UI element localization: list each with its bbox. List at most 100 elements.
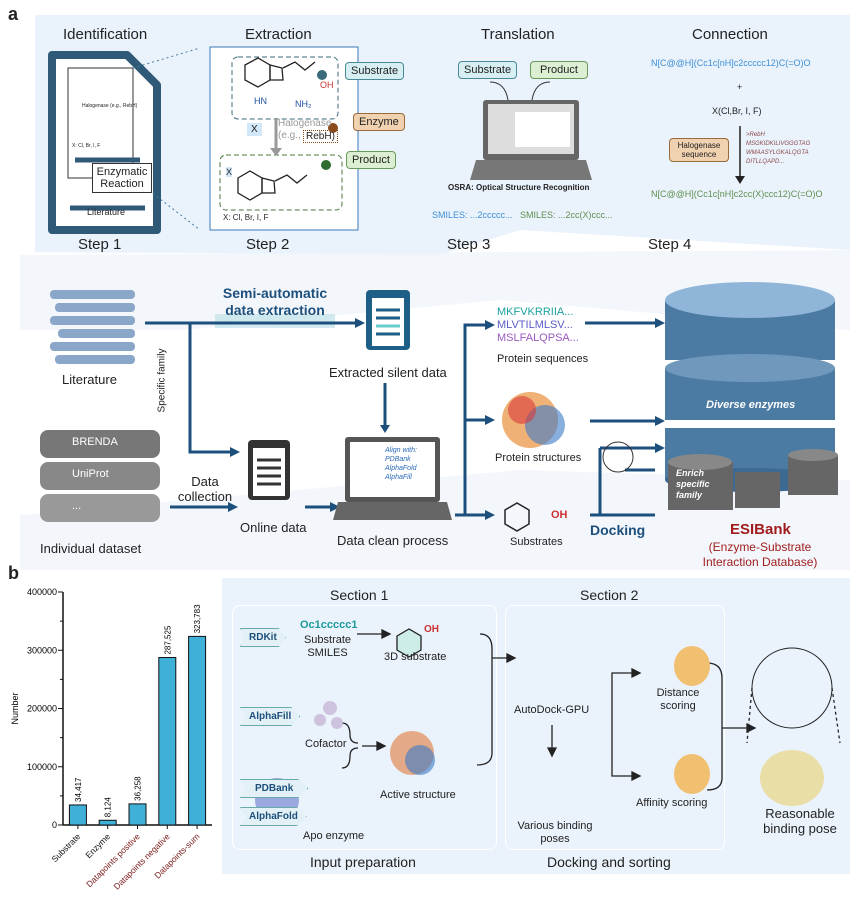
reasonable-pose-label: Reasonable binding pose: [763, 806, 837, 836]
step3-header: Translation: [481, 26, 555, 43]
align-pdbank: PDBank: [385, 456, 411, 463]
seq-line: MSGKIDKILIVGGGTAG: [746, 141, 811, 147]
plus-sign: +: [737, 82, 743, 92]
smiles-value: Oc1ccccc1: [300, 619, 358, 631]
distance-scoring-label: Distance scoring: [656, 687, 700, 712]
dataset-brenda: BRENDA: [72, 436, 118, 448]
oh-label: OH: [424, 624, 439, 635]
halogenase-label: Halogenase: [278, 118, 332, 129]
extracted-label: Extracted silent data: [329, 365, 447, 380]
y-tick-label: 400000: [27, 587, 57, 597]
oh-label: OH: [551, 509, 568, 521]
step3-label: Step 3: [447, 236, 491, 253]
step4-header: Connection: [692, 26, 768, 43]
data-label: 36,258: [134, 776, 143, 801]
pdbank-tag: PDBank: [240, 779, 309, 798]
binding-poses-label: Various binding poses: [517, 820, 593, 845]
alphafill-tag: AlphaFill: [240, 707, 301, 726]
smiles-substrate: SMILES: ...2ccccc...: [432, 210, 513, 220]
y-tick-label: 100000: [27, 762, 57, 772]
bar-datapoints-sum: [188, 635, 207, 826]
input-preparation-caption: Input preparation: [310, 854, 416, 870]
nh2-label: NH₂: [295, 99, 312, 109]
x-list: X: Cl, Br, I, F: [223, 213, 269, 222]
individual-dataset-label: Individual dataset: [40, 541, 142, 556]
x-tick-label: Substrate: [50, 831, 83, 864]
enzyme-tag: Enzyme: [353, 113, 405, 131]
literature-caption: Literature: [87, 207, 126, 217]
product-x: X: [226, 167, 233, 177]
rdkit-tag: RDKit: [240, 628, 286, 647]
align-alphafill: AlphaFill: [385, 474, 412, 481]
data-label: 8,124: [104, 797, 113, 818]
alphafold-tag: AlphaFold: [240, 807, 307, 826]
oh-label: OH: [320, 80, 334, 90]
cofactor-label: Cofactor: [305, 738, 347, 750]
step1-label: Step 1: [78, 236, 122, 253]
bar-substrate: [68, 804, 87, 826]
data-label: 34,417: [74, 777, 83, 802]
y-tick-label: 200000: [27, 704, 57, 714]
rebh-label: RebH): [303, 130, 338, 143]
bar-datapoints-positive: [128, 803, 147, 826]
hn-label: HN: [254, 96, 267, 106]
workflow-panel: [222, 578, 850, 874]
substrate-smiles-label: Substrate SMILES: [303, 634, 352, 659]
apo-enzyme-label: Apo enzyme: [303, 830, 365, 842]
sequence: MSLFALQPSA...: [497, 332, 579, 344]
data-label: 287,525: [163, 625, 172, 654]
mini-xlist: X: Cl, Br, I, F: [72, 143, 101, 149]
online-data-label: Online data: [240, 520, 307, 535]
translation-substrate: Substrate: [458, 61, 518, 79]
y-tick-label: 300000: [27, 645, 57, 655]
product-tag: Product: [346, 151, 396, 169]
panel-b-label: b: [8, 563, 19, 583]
enrich-label: Enrich specific family: [676, 468, 710, 500]
y-axis-label: Number: [10, 692, 20, 724]
protein-structures-label: Protein structures: [495, 452, 582, 464]
step2-header: Extraction: [245, 26, 312, 43]
docking-label: Docking: [590, 522, 646, 538]
connection-smiles-in: N[C@@H](Cc1c[nH]c2ccccc12)C(=O)O: [651, 58, 811, 68]
panel-a-background: [20, 15, 850, 570]
seq-line: DITLLQAPD...: [746, 159, 785, 165]
esibank-subtitle: (Enzyme-Substrate Interaction Database): [702, 540, 818, 569]
literature-label: Literature: [62, 372, 117, 387]
affinity-scoring-label: Affinity scoring: [636, 797, 708, 809]
x-tick-label: Datapoints positive: [84, 831, 142, 889]
sequence: MLVTILMLSV...: [497, 319, 573, 331]
specific-family-label: Specific family: [156, 348, 168, 413]
enzymatic-reaction-box: Enzymatic Reaction: [92, 163, 152, 193]
data-label: 323,783: [193, 604, 202, 633]
x-tick-label: Datapoints negative: [112, 831, 172, 891]
y-tick-label: 0: [52, 820, 57, 830]
substrate-tag: Substrate: [345, 62, 405, 80]
connection-smiles-out: N[C@@H](Cc1c[nH]c2cc(X)ccc12)C(=O)O: [651, 189, 823, 199]
esibank-title: ESIBank: [730, 521, 791, 538]
step1-header: Identification: [63, 26, 148, 43]
semi-auto-label: Semi-automatic data extraction: [222, 285, 328, 318]
halogenase-sequence-box: Halogenase sequence: [669, 138, 729, 162]
dataset-uniprot: UniProt: [72, 468, 109, 480]
translation-product: Product: [530, 61, 588, 79]
bar-enzyme: [98, 819, 117, 826]
eg-label: (e.g.,: [278, 130, 301, 141]
protein-sequences-label: Protein sequences: [497, 353, 589, 365]
seq-line: >RebH: [746, 132, 765, 138]
section2-title: Section 2: [580, 587, 639, 603]
3d-substrate-label: 3D substrate: [384, 651, 447, 663]
halogen-list: X(Cl,Br, I, F): [712, 106, 762, 116]
clean-process-label: Data clean process: [337, 533, 449, 548]
autodock-label: AutoDock-GPU: [514, 704, 590, 716]
seq-line: WMAASYLGKALQGTA: [746, 150, 809, 156]
step4-label: Step 4: [648, 236, 692, 253]
sequences-list: MKFVKRRIIA... MLVTILMLSV... MSLFALQPSA..…: [497, 306, 579, 345]
align-box: Align with: PDBank AlphaFold AlphaFill: [385, 446, 417, 482]
x-tag: X: [247, 123, 262, 136]
diverse-enzymes-label: Diverse enzymes: [706, 399, 796, 411]
mini-halogenase: Halogenase (e.g., RebH): [82, 103, 138, 109]
step2-label: Step 2: [246, 236, 290, 253]
sequence: MKFVKRRIIA...: [497, 306, 574, 318]
active-structure-label: Active structure: [380, 789, 456, 801]
